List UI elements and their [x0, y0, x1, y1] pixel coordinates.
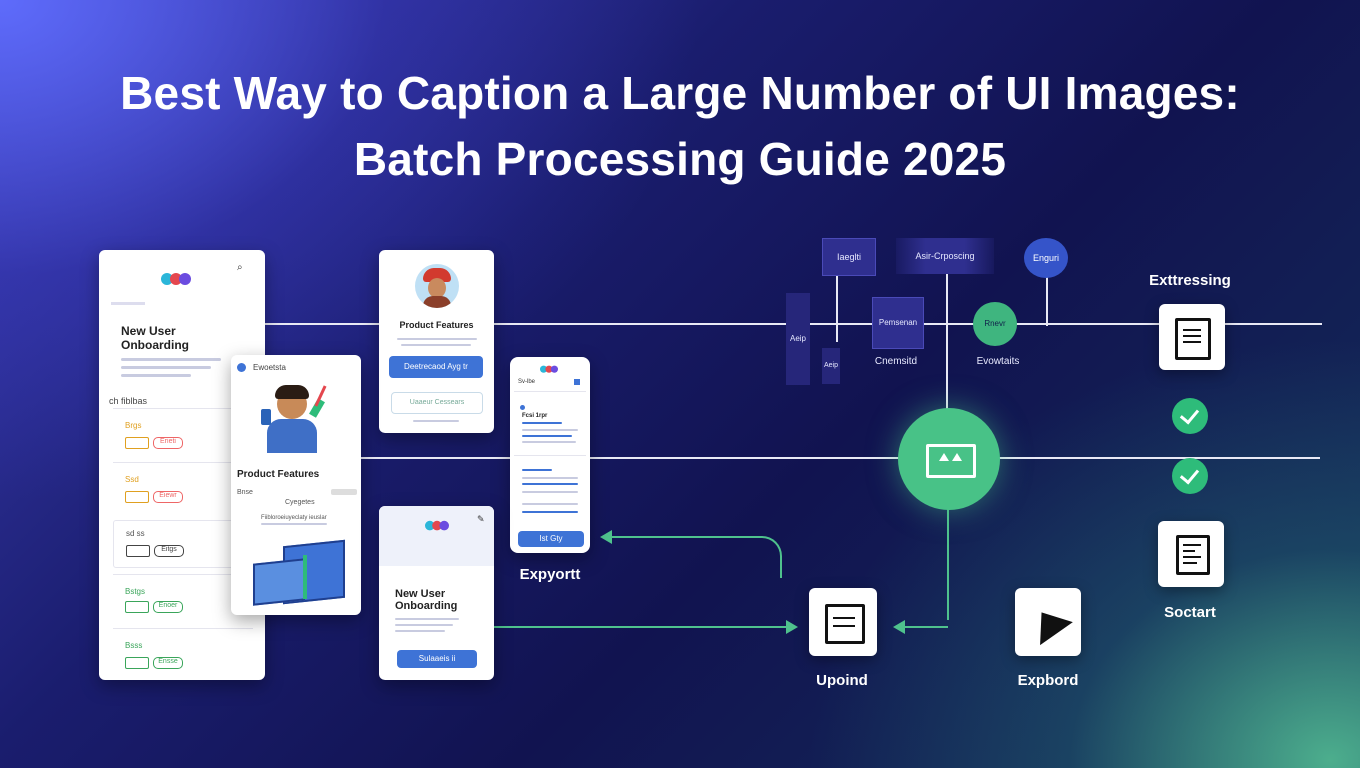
- node-top-mid[interactable]: Asir-Crposcing: [896, 238, 994, 274]
- label-soctart: Soctart: [1164, 604, 1216, 621]
- green-arrow-line: [494, 626, 790, 628]
- product-card-mid[interactable]: Ewoetsta Product Features Bnse Cyegetes …: [231, 355, 361, 615]
- list-icon-box[interactable]: [1158, 521, 1224, 587]
- divider: [111, 302, 145, 305]
- document-icon: [1175, 318, 1211, 360]
- check-icon: [1172, 458, 1208, 494]
- connector-vertical: [946, 240, 948, 410]
- col-label-1: Bnse: [237, 489, 253, 496]
- card-heading-2: Onboarding: [121, 338, 189, 352]
- list-item[interactable]: sd ss Eitgs: [113, 520, 255, 568]
- upload-hub[interactable]: [898, 408, 1000, 510]
- primary-button[interactable]: Sulaaeis ii: [397, 650, 477, 668]
- connector-vertical-3: [1046, 262, 1048, 326]
- product-card-top[interactable]: Product Features Deetrecaod Ayg tr Uaaeu…: [379, 250, 494, 433]
- node-small-mid[interactable]: Aeip: [822, 348, 840, 384]
- document-icon-box[interactable]: [1159, 304, 1225, 370]
- card-heading-2: Onboarding: [395, 600, 458, 612]
- search-icon[interactable]: ⌕: [237, 262, 243, 273]
- caption-mid-box: Cnemsitd: [874, 356, 918, 367]
- card-heading-1: New User: [395, 588, 446, 600]
- upload-icon: [926, 444, 976, 478]
- card-sub: Fiibloroeiuyeclaty ieuslar: [261, 515, 327, 521]
- card-heading-1: New User: [121, 324, 176, 338]
- arrow-left-icon-2: [600, 530, 612, 544]
- caption-mid-green: Evowtaits: [976, 356, 1020, 367]
- arrow-right-icon: [786, 620, 798, 634]
- user-icon: [237, 363, 246, 372]
- primary-button[interactable]: Deetrecaod Ayg tr: [389, 356, 483, 378]
- node-mid-box[interactable]: Pemsenan: [872, 297, 924, 349]
- green-return: [904, 626, 948, 628]
- section-label: ch fiblbas: [109, 396, 148, 406]
- send-icon: [1025, 600, 1073, 646]
- page-title-line-2: Batch Processing Guide 2025: [353, 133, 1007, 185]
- list-item[interactable]: Bstgs Enoer: [113, 574, 253, 627]
- brand-logo: [161, 272, 191, 290]
- check-icon: [1172, 398, 1208, 434]
- brand-logo: [425, 520, 449, 534]
- phone-button[interactable]: Ist Gty: [518, 531, 584, 547]
- label-expbord: Expbord: [1017, 672, 1079, 689]
- list-item[interactable]: Brgs Erieti: [113, 408, 253, 461]
- label-upoind: Upoind: [816, 672, 868, 689]
- list-item[interactable]: Bsss Ensse: [113, 628, 253, 677]
- card-header: Ewoetsta: [253, 363, 286, 372]
- node-mid-green[interactable]: Rnevr: [973, 302, 1017, 346]
- node-top-left[interactable]: Iaeglti: [822, 238, 876, 276]
- label-extressing: Exttressing: [1149, 272, 1231, 289]
- page-title-line-1: Best Way to Caption a Large Number of UI…: [120, 67, 1240, 119]
- list-item[interactable]: Ssd Eiewr: [113, 462, 253, 515]
- col-label-2: Cyegetes: [285, 499, 315, 506]
- green-vertical: [947, 500, 949, 620]
- phone-line-1: Fcsi 1rpr: [522, 413, 548, 419]
- edit-icon[interactable]: ✎: [477, 514, 485, 524]
- product-heading: Product Features: [237, 469, 320, 480]
- upload-doc-box[interactable]: [809, 588, 877, 656]
- screens-illustration: [253, 539, 345, 606]
- secondary-button[interactable]: Uaaeur Cessears: [391, 392, 483, 414]
- list-doc-icon: [1176, 535, 1210, 575]
- node-small-left[interactable]: Aeip: [786, 293, 810, 385]
- label-expyortt: Expyortt: [519, 566, 581, 583]
- arrow-left-icon: [893, 620, 905, 634]
- product-heading: Product Features: [399, 320, 474, 330]
- connector-line-mid: [360, 457, 1320, 459]
- export-box[interactable]: [1015, 588, 1081, 656]
- green-curve: [610, 536, 782, 578]
- onboarding-card-bottom[interactable]: ✎ New User Onboarding Sulaaeis ii: [379, 506, 494, 680]
- illustration: [261, 379, 331, 453]
- avatar: [415, 264, 459, 308]
- grid-icon: [574, 379, 580, 385]
- phone-card[interactable]: Sv-lbe Fcsi 1rpr Ist Gty: [510, 357, 590, 553]
- scan-doc-icon: [825, 604, 865, 644]
- phone-header: Sv-lbe: [518, 379, 536, 385]
- connector-vertical-2: [836, 262, 838, 342]
- node-top-right[interactable]: Enguri: [1024, 238, 1068, 278]
